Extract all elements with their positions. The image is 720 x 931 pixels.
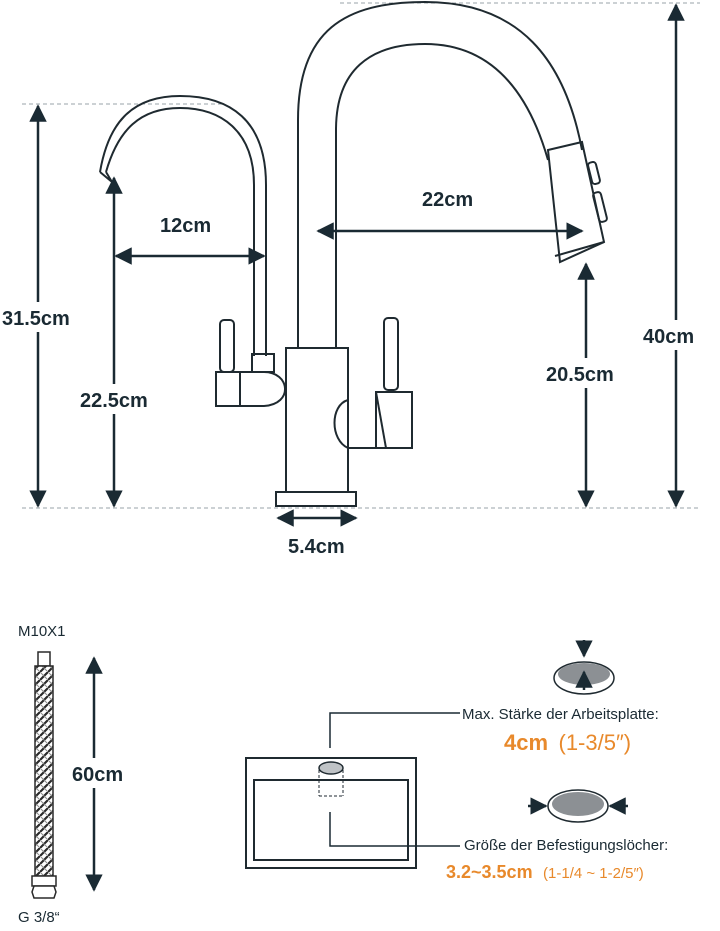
- faucet-body: [285, 347, 349, 493]
- hose-bottom-thread-label: G 3/8“: [18, 909, 60, 926]
- hose-length-label: 60cm: [72, 764, 123, 786]
- total-small-height-label: 31.5cm: [2, 308, 70, 330]
- braided-hose: [34, 665, 54, 877]
- mounting-hole-icon: [528, 789, 628, 823]
- mounting-hole-size-label: Größe der Befestigungslöcher:: [464, 837, 668, 854]
- hose-drawing: M10X1 G 3/8“ 60cm: [18, 623, 136, 926]
- main-spout: [297, 0, 583, 348]
- faucet-drawing: [99, 0, 608, 507]
- total-height-label: 40cm: [643, 326, 694, 348]
- main-spout-reach-label: 22cm: [422, 189, 473, 211]
- right-handle-lever: [383, 317, 399, 391]
- mounting-hole-size-value: 3.2~3.5cm (1-1/4 ~ 1-2/5″): [446, 862, 644, 882]
- hose-top-thread-label: M10X1: [18, 623, 66, 640]
- left-handle-lever: [219, 319, 235, 373]
- sink-mount-hole: [318, 761, 344, 775]
- dimension-labels: 31.5cm 22.5cm 12cm 22cm 20.5cm 40cm 5.4c…: [0, 189, 720, 558]
- small-spout: [105, 106, 255, 356]
- dimension-lines: [29, 3, 685, 527]
- faucet-base: [275, 491, 357, 507]
- countertop-thickness-value: 4cm (1-3/5″): [504, 730, 631, 755]
- base-diameter-label: 5.4cm: [288, 536, 345, 558]
- sink-diagram: [245, 712, 460, 869]
- main-spout-height-label: 20.5cm: [546, 364, 614, 386]
- main-spout-inner: [335, 42, 549, 348]
- countertop-thickness-icon: [553, 640, 615, 695]
- countertop-thickness-label: Max. Stärke der Arbeitsplatte:: [462, 706, 659, 723]
- small-spout-reach-label: 12cm: [160, 215, 211, 237]
- small-spout-height-label: 22.5cm: [80, 390, 148, 412]
